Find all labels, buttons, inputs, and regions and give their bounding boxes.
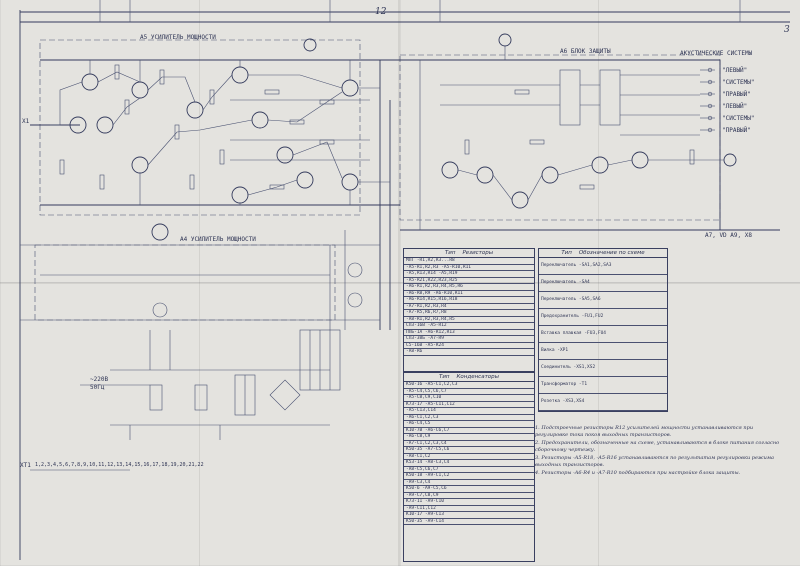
speaker-output-6: "ПРАВЫЙ"	[722, 127, 751, 134]
right-ref-label: A7, VD A9, X8	[705, 232, 752, 239]
speaker-output-5: "СИСТЕМЫ"	[722, 115, 755, 122]
note-item: 3. Резисторы -A5-R18, -A5-R16 устанавлив…	[535, 455, 774, 468]
table-row: Переключатель -SA1,SA2,SA3	[539, 258, 667, 275]
block-title-speakers: АКУСТИЧЕСКИЕ СИСТЕМЫ	[680, 50, 753, 57]
table-row: -A5-C4,C5,C6,C7	[404, 389, 534, 395]
table-row: К50-35 -A9-C14	[404, 519, 534, 525]
component-table: Тип Обозначение по схеме Переключатель -…	[538, 248, 668, 412]
table-row: МЛТ -R1,R2,R3...R8	[404, 258, 534, 265]
table-row: СП3-38Б -A7-R9	[404, 336, 534, 343]
input-connector-label: X1	[22, 118, 30, 125]
table-row: -A7-R5,R6,R7,R8	[404, 310, 534, 317]
table-row: Вилка -XP1	[539, 343, 667, 360]
table-row: -A5-C13,C14	[404, 408, 534, 415]
table-row: -A8-C5,C6,C7	[404, 467, 534, 473]
resistor-table-header: Тип Резисторы	[404, 249, 534, 258]
capacitor-table: Тип Конденсаторы К50-16 -A5-C1,C2,C3 -A5…	[403, 372, 535, 562]
capacitor-table-header: Тип Конденсаторы	[404, 373, 534, 382]
speaker-output-4: "ЛЕВЫЙ"	[722, 103, 748, 110]
bottom-left-code: XT1	[20, 462, 31, 469]
table-row: ППБ-1А -A6-R12,R13	[404, 330, 534, 336]
block-title-amp2: A4 УСИЛИТЕЛЬ МОЩНОСТИ	[180, 236, 256, 243]
table-row: -A5,R13,R14 -A5,R19	[404, 271, 534, 278]
table-row: -A8-R1,R2,R3,R4,R5	[404, 317, 534, 323]
supply-label-voltage: ~220В	[90, 376, 109, 383]
table-row: -A6-R8,R9 -A6-R10,R11	[404, 291, 534, 297]
bottom-left-pins: 1,2,3,4,5,6,7,8,9,10,11,12,13,14,15,16,1…	[35, 462, 204, 468]
note-item: 1. Подстроечные резисторы R12 усилителей…	[535, 425, 754, 438]
table-row: -A7-C1,C2,C3,C4	[404, 441, 534, 447]
supply-label-freq: 50Гц	[90, 384, 105, 391]
block-title-protection: A6 БЛОК ЗАЩИТЫ	[560, 48, 611, 55]
table-row: СП3-16В -A5-R12	[404, 323, 534, 330]
component-table-header: Тип Обозначение по схеме	[539, 249, 667, 258]
table-row: -A5-R1,R2,R3 -A5-R10,R11	[404, 265, 534, 271]
table-row: Предохранитель -FU1,FU2	[539, 309, 667, 326]
table-row: К73-17 -A5-C11,C12	[404, 402, 534, 408]
table-row: К73-11 -A9-C10	[404, 499, 534, 506]
table-row: Вставка плавкая -FU3,FU4	[539, 326, 667, 343]
table-row: -A6-C1,C2,C3	[404, 415, 534, 421]
table-row: К10-7В -A6-C6,C7	[404, 428, 534, 434]
table-row: -A5-C8,C9,C10	[404, 395, 534, 402]
table-row: К50-35 -A7-C5,C6	[404, 447, 534, 454]
table-row: К50-16 -A5-C1,C2,C3	[404, 382, 534, 389]
table-row: -A8-C1,C2	[404, 454, 534, 460]
table-row: К50-18 -A9-C1,C2	[404, 473, 534, 480]
table-row: Переключатель -SA4	[539, 275, 667, 292]
speaker-output-2: "СИСТЕМЫ"	[722, 79, 755, 86]
table-row: Трансформатор -T1	[539, 377, 667, 394]
notes-block: 1. Подстроечные резисторы R12 усилителей…	[535, 425, 785, 479]
table-row: -A6-C8,C9	[404, 434, 534, 441]
table-row: К50-6 -A9-C5,C6	[404, 486, 534, 493]
table-row: -A9-C7,C8,C9	[404, 493, 534, 499]
table-row: -A6-R1,R2,R3,R4,R5,R6	[404, 284, 534, 291]
note-item: 2. Предохранители, обозначенные на схеме…	[535, 440, 780, 453]
block-title-preamp: A5 УСИЛИТЕЛЬ МОЩНОСТИ	[140, 34, 216, 41]
table-row: Соединитель -XS1,XS2	[539, 360, 667, 377]
table-row: Переключатель -SA5,SA6	[539, 292, 667, 309]
speaker-output-1: "ЛЕВЫЙ"	[722, 67, 748, 74]
table-row: К53-14 -A8-C3,C4	[404, 460, 534, 467]
corner-page-number: 3	[784, 25, 790, 35]
table-row: -A6-C4,C5	[404, 421, 534, 428]
table-row: -A9-C11,C12	[404, 506, 534, 512]
table-row: С5-16В -A5-R24	[404, 343, 534, 349]
resistor-table: Тип Резисторы МЛТ -R1,R2,R3...R8 -A5-R1,…	[403, 248, 535, 372]
table-row: -A5-R21,R22,R23,R25	[404, 278, 534, 284]
speaker-output-3: "ПРАВЫЙ"	[722, 91, 751, 98]
table-row: Розетка -XS3,XS4	[539, 394, 667, 411]
note-item: 4. Резисторы -A6-R4 и -A7-R10 подбираютс…	[535, 470, 741, 476]
sheet-number: 12	[375, 7, 387, 17]
table-row: -A7-R1,R2,R3,R4	[404, 304, 534, 310]
table-row: К10-17 -A9-C13	[404, 512, 534, 519]
table-row: -A9-C3,C4	[404, 480, 534, 486]
table-row: -A8-R6	[404, 349, 534, 356]
table-row: -A6-R14,R15,R16,R18	[404, 297, 534, 304]
